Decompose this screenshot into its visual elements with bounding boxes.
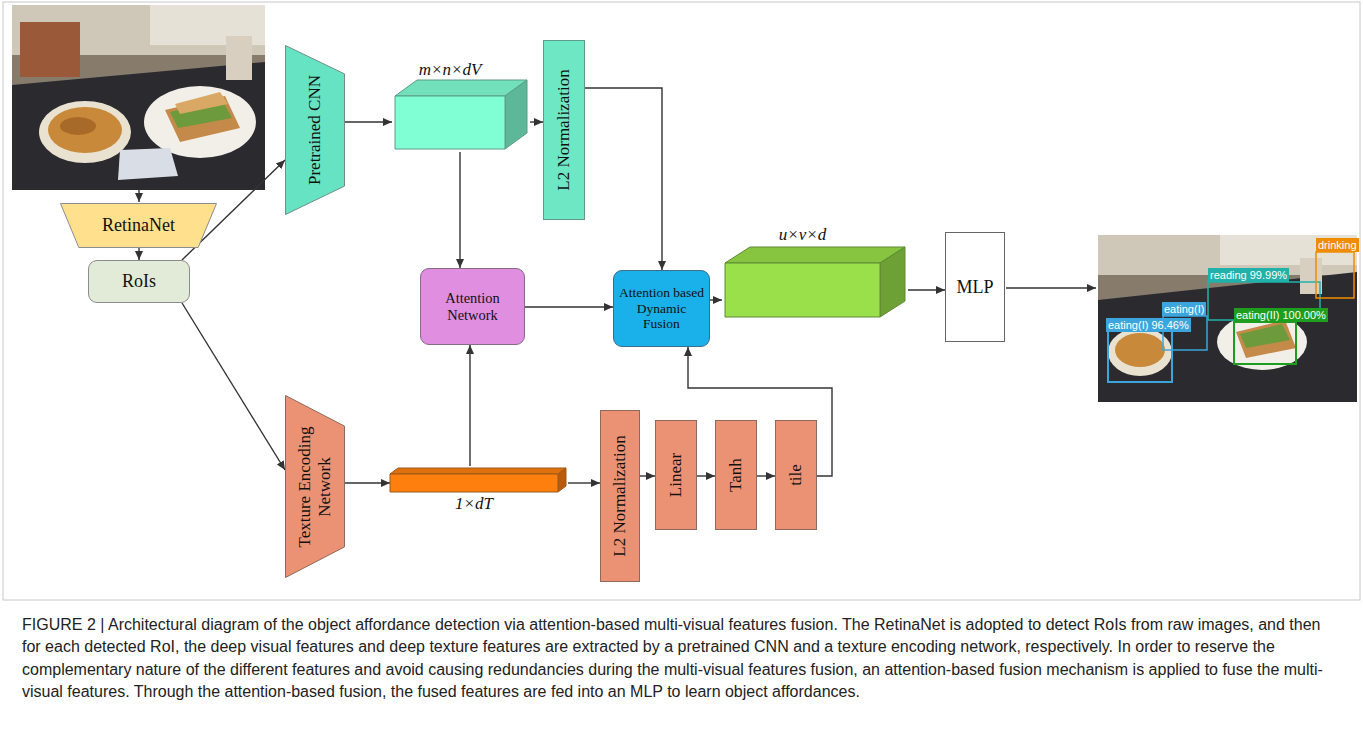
node-label: Tanh [726,432,746,518]
node-label: RoIs [118,271,160,292]
detection-tag: reading 99.99% [1208,268,1289,282]
detection-tag: drinking [1316,238,1359,252]
norm-box: L2 Normalization [600,410,640,582]
fusion-box: Attention based Dynamic Fusion [613,270,710,347]
flow-arrow [585,88,662,270]
outline-face [390,468,566,474]
outline-face [880,247,905,317]
flow-arrow [345,121,392,122]
cnn-trapezoid: Pretrained CNN [285,45,345,215]
flow-arrow [459,152,460,268]
figure-caption: FIGURE 2 | Architectural diagram of the … [22,614,1342,704]
outline-face [286,396,345,578]
node-label: Attention based Dynamic Fusion [614,285,709,332]
flow-arrow [908,289,945,290]
flow-arrow [345,482,390,483]
outline-face [395,80,527,96]
figure-frame [3,2,1360,600]
outline-face [558,468,566,492]
flow-arrow [138,248,139,260]
feature-cuboid: m×n×dV [392,60,530,152]
node-label: 1×dT [390,494,558,514]
texture-vector: 1×dT [390,466,568,514]
flow-arrow [525,306,613,307]
output-photo [1098,235,1357,402]
node-label: Attention Network [421,290,524,323]
mlp-box: MLP [945,232,1005,342]
detection-tag: eating(II) 100.00% [1234,308,1328,322]
node-label: L2 Normalization [554,52,574,208]
node-label: Texture Encoding Network [295,407,334,566]
node-label: MLP [952,277,997,298]
texture-trapezoid: Texture Encoding Network [285,395,345,578]
photo-arrow [138,190,139,202]
tile-box: tile [775,420,817,530]
linear-box: Linear [655,420,697,530]
flow-arrow [530,121,543,122]
detector-trapezoid: RetinaNet [60,203,217,248]
roi-box: RoIs [88,260,190,303]
flow-arrow [710,299,722,300]
tanh-box: Tanh [715,420,757,530]
flow-arrow [469,345,470,466]
input-photo [12,5,265,190]
outline-face [505,80,527,149]
outline-face [286,46,345,215]
node-label: L2 Normalization [610,422,630,570]
detection-tag: eating(I) 96.46% [1106,318,1191,332]
flow-arrow [182,303,285,470]
flow-arrow [697,475,715,476]
fused-cuboid: u×v×d [722,225,908,320]
outline-face [61,204,217,248]
node-label: Linear [666,432,686,518]
flow-arrow [568,482,600,483]
node-label: tile [786,432,806,518]
output-arrow [1006,287,1096,288]
node-label: m×n×dV [395,60,505,80]
flow-arrow [757,475,775,476]
outline-face [390,474,558,492]
attention-box: Attention Network [420,268,525,345]
node-label: RetinaNet [98,215,179,236]
outline-face [725,263,880,317]
detection-tag: eating(I) [1162,302,1206,316]
norm-box: L2 Normalization [543,40,585,220]
outline-face [395,96,505,149]
flow-arrow [640,475,655,476]
node-label: u×v×d [725,225,880,245]
outline-face [725,247,905,263]
node-label: Pretrained CNN [305,57,325,203]
